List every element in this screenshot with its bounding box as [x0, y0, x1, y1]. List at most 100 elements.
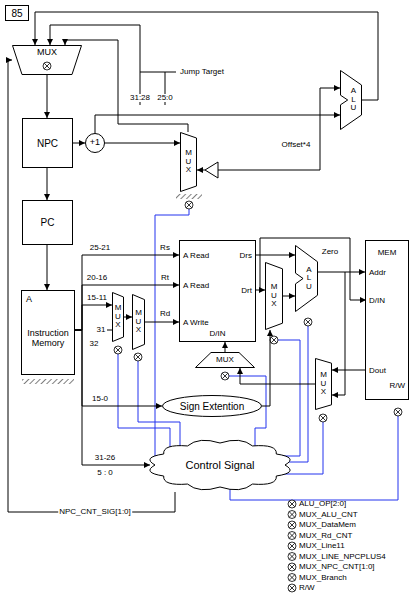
node-text: Instruction Memory — [24, 329, 72, 349]
connector — [47, 75, 48, 118]
legend-symbol — [288, 542, 296, 550]
wire-label: Rs — [159, 244, 171, 252]
incrementer: +1 — [85, 133, 105, 153]
node-text: Control Signal — [185, 459, 254, 471]
connector — [105, 143, 180, 144]
control-wire — [138, 361, 180, 448]
connector — [35, 12, 378, 100]
legend-symbol — [288, 563, 296, 571]
shape-outline — [196, 353, 255, 368]
legend-entry: ALU_OP[2:0] — [299, 500, 346, 509]
node-text: MEM — [368, 249, 406, 258]
connector — [124, 317, 132, 318]
jump-wire — [165, 72, 176, 73]
legend-label: MUX_NPC_CNT[1:0] — [299, 563, 375, 572]
legend-entry: MUX_ALU_CNT — [299, 510, 358, 519]
npc-mux: MUX — [12, 45, 82, 75]
wire-label: 31 — [96, 326, 107, 334]
node-text: +1 — [90, 138, 100, 148]
control-wire — [229, 376, 266, 448]
legend-symbol — [288, 584, 296, 592]
legend-entry: MUX_Rd_CNT — [299, 531, 352, 540]
node-text: D/IN — [182, 330, 253, 339]
connector — [47, 245, 48, 290]
connector — [75, 330, 162, 406]
legend-label: R/W — [299, 584, 315, 593]
node-text: 85 — [11, 8, 22, 19]
wires — [50, 25, 366, 395]
legend-label: MUX_Branch — [299, 573, 347, 582]
control-point — [221, 372, 229, 380]
shape-outline — [113, 293, 124, 342]
npc-register: NPC — [22, 118, 73, 168]
legend-symbol — [288, 500, 296, 508]
wire-label: Rt — [160, 274, 170, 282]
main-alu: A L U — [295, 245, 318, 312]
shape-outline — [295, 245, 318, 312]
shape-outline — [133, 295, 145, 350]
legend-symbol — [288, 574, 296, 582]
node-text: A Read — [183, 282, 209, 291]
connector — [262, 330, 270, 406]
wire-label: 5 : 0 — [96, 469, 114, 477]
node-text: A — [26, 295, 32, 305]
shape-outline — [86, 134, 105, 153]
connector — [256, 290, 265, 291]
shape-outline — [132, 294, 145, 350]
control-unit: Control Signal — [150, 438, 290, 492]
legend-label: ALU_OP[2:0] — [299, 500, 346, 509]
legend-entry: MUX_NPC_CNT[1:0] — [299, 563, 375, 572]
control-wire — [155, 209, 189, 458]
node-text: A L U — [350, 87, 358, 112]
legend-entry: R/W — [299, 584, 315, 593]
node-text: Sign Extention — [180, 401, 245, 412]
legend-label: MUX_Line11 — [299, 542, 345, 551]
node-text: A Write — [183, 319, 209, 328]
control-points — [43, 62, 402, 422]
control-wire — [285, 326, 308, 462]
instruction-memory: A Instruction Memory — [21, 290, 75, 375]
wire-label: 25:0 — [156, 94, 174, 102]
shape-outline — [315, 358, 332, 410]
node-text: M U X — [114, 304, 122, 329]
connector — [283, 296, 295, 297]
constant-wire — [107, 330, 112, 331]
jump-wire — [140, 72, 165, 105]
control-point — [319, 414, 327, 422]
connector — [332, 370, 365, 371]
connector — [75, 285, 179, 330]
connector — [73, 143, 85, 144]
shift-triangle — [205, 162, 218, 178]
rd-mux: M U X — [112, 292, 124, 342]
legend-symbol — [288, 553, 296, 561]
legend-symbol — [288, 511, 296, 519]
data-memory: MEMAddrD/INDoutR/W — [365, 240, 409, 400]
legend-entry: MUX_LINE_NPCPLUS4 — [299, 552, 386, 561]
wire-label: Rd — [159, 310, 171, 318]
legend-entry: MUX_DataMem — [299, 521, 356, 530]
legend-label: MUX_ALU_CNT — [299, 510, 358, 519]
legend-label: MUX_LINE_NPCPLUS4 — [299, 552, 386, 561]
connector — [240, 368, 315, 384]
connector — [75, 330, 150, 465]
writeback-mux: MUX — [195, 352, 255, 368]
node-text: Drs — [240, 252, 252, 261]
node-text: PC — [41, 217, 55, 228]
connector — [318, 272, 365, 273]
shape-outline — [266, 263, 283, 330]
node-text: Addr — [369, 269, 386, 278]
shape-outline — [296, 246, 318, 312]
wire-label: 15-0 — [91, 395, 109, 403]
shape-outline — [181, 133, 197, 192]
jump-wire — [50, 25, 140, 105]
control-point — [304, 318, 312, 326]
node-text: M U X — [270, 283, 278, 308]
shape-outline — [316, 359, 332, 410]
legend-label: MUX_Rd_CNT — [299, 531, 352, 540]
node-text: Dout — [369, 367, 386, 376]
control-point — [270, 336, 278, 344]
shape-outline — [150, 438, 290, 492]
node-text: Drt — [241, 287, 252, 296]
